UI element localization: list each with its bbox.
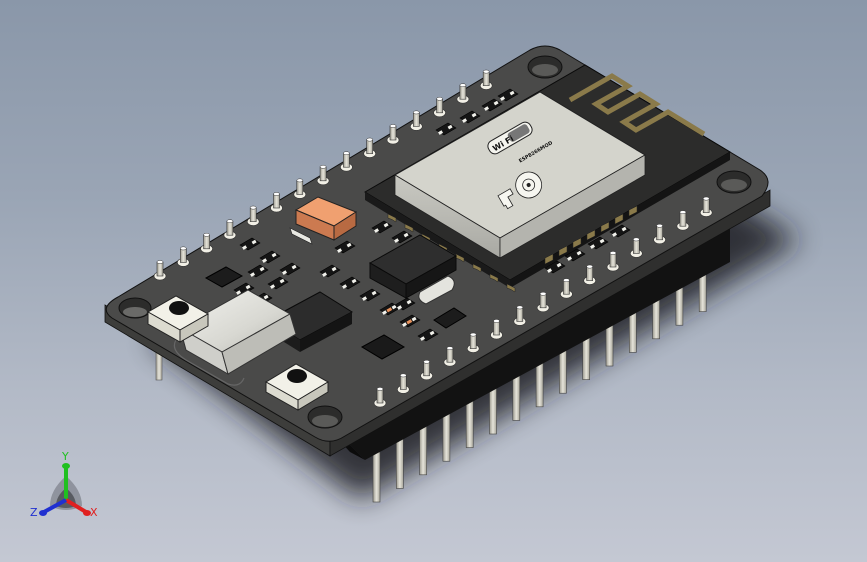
smd-component bbox=[391, 230, 413, 244]
smd-component bbox=[481, 98, 503, 112]
smd-component bbox=[339, 276, 361, 290]
flash-button-cap bbox=[287, 369, 307, 383]
tantalum-capacitor bbox=[289, 196, 358, 245]
header-pin-leg bbox=[465, 397, 474, 448]
esp-shield-can: Wi Fi ESP8266MOD bbox=[394, 91, 646, 259]
header-pins-front-row bbox=[372, 261, 707, 503]
smd-component bbox=[247, 264, 269, 278]
header-pin-tip bbox=[386, 124, 400, 145]
z-axis-arrow bbox=[43, 498, 67, 514]
header-pin-tip bbox=[456, 83, 470, 104]
certification-logo bbox=[497, 171, 543, 210]
header-pin-leg bbox=[372, 451, 381, 503]
header-pin-tip bbox=[466, 332, 480, 353]
smd-component bbox=[587, 236, 609, 250]
smd-component bbox=[267, 276, 289, 290]
header-pin-tip bbox=[583, 264, 597, 285]
header-pin-tip bbox=[316, 164, 330, 186]
smd-component bbox=[319, 264, 341, 278]
header-pin-tip bbox=[340, 151, 353, 172]
header-pin-tip bbox=[490, 319, 503, 340]
header-pin-tip bbox=[153, 260, 167, 281]
header-pin-tip bbox=[363, 137, 377, 158]
header-pin-tip bbox=[536, 291, 550, 313]
smd-component bbox=[233, 282, 255, 296]
header-pin-tip bbox=[200, 232, 213, 254]
smd-component bbox=[609, 224, 631, 238]
smd-component bbox=[359, 288, 381, 302]
reset-button[interactable] bbox=[146, 295, 210, 343]
smd-passives bbox=[233, 88, 631, 342]
header-pin-tip bbox=[443, 346, 457, 367]
smd-component bbox=[279, 262, 301, 276]
voltage-regulator bbox=[368, 234, 458, 305]
view-orientation-triad[interactable]: Y X Z bbox=[26, 446, 106, 526]
header-pin-leg bbox=[442, 410, 451, 462]
header-pin-tip bbox=[479, 69, 493, 90]
header-pin-tips bbox=[153, 69, 713, 408]
x-axis-arrow bbox=[64, 498, 88, 514]
header-pin-tip bbox=[513, 305, 527, 326]
header-pin-leg bbox=[419, 424, 427, 476]
smd-component bbox=[564, 248, 586, 262]
antenna-trace bbox=[568, 73, 706, 137]
header-pin-tip bbox=[433, 96, 446, 118]
smd-component bbox=[459, 110, 481, 124]
smd-component bbox=[371, 220, 393, 234]
reset-button-cap bbox=[169, 301, 189, 315]
header-pin-tip bbox=[396, 373, 410, 394]
header-pin-tip bbox=[420, 359, 433, 381]
header-pin-tip bbox=[293, 178, 307, 199]
smd-component bbox=[239, 237, 261, 251]
sot-chip-left bbox=[204, 266, 244, 288]
sot-chip-front bbox=[360, 334, 406, 360]
header-pin-tip bbox=[270, 192, 283, 213]
header-pin-tip bbox=[409, 110, 423, 131]
header-pin-tip bbox=[177, 246, 190, 267]
smd-component bbox=[544, 260, 566, 274]
header-pin-tip bbox=[606, 251, 620, 272]
z-axis-label: Z bbox=[30, 506, 38, 519]
smd-component bbox=[497, 88, 519, 102]
y-axis-label: Y bbox=[61, 450, 69, 463]
header-pin-tip bbox=[223, 219, 237, 240]
micro-usb-connector[interactable] bbox=[173, 289, 297, 386]
flash-button[interactable] bbox=[265, 363, 329, 411]
header-pin-tip bbox=[560, 278, 573, 299]
mounting-holes bbox=[118, 55, 752, 429]
header-pin-tip bbox=[246, 205, 260, 226]
sot-chip-right bbox=[433, 307, 467, 329]
smd-component bbox=[259, 250, 281, 264]
x-axis-label: X bbox=[90, 506, 98, 519]
smd-component bbox=[417, 328, 439, 342]
header-pin-tip bbox=[373, 387, 387, 408]
header-pin-tip bbox=[676, 210, 690, 231]
smd-component bbox=[379, 302, 401, 316]
smd-component bbox=[399, 314, 421, 328]
header-pin-tip bbox=[629, 237, 643, 258]
smd-component bbox=[394, 297, 416, 311]
smd-component bbox=[334, 240, 356, 254]
header-pin-tip bbox=[699, 196, 713, 217]
header-pin-leg bbox=[395, 438, 404, 489]
header-pin-tip bbox=[653, 223, 666, 245]
smd-component bbox=[435, 122, 457, 136]
